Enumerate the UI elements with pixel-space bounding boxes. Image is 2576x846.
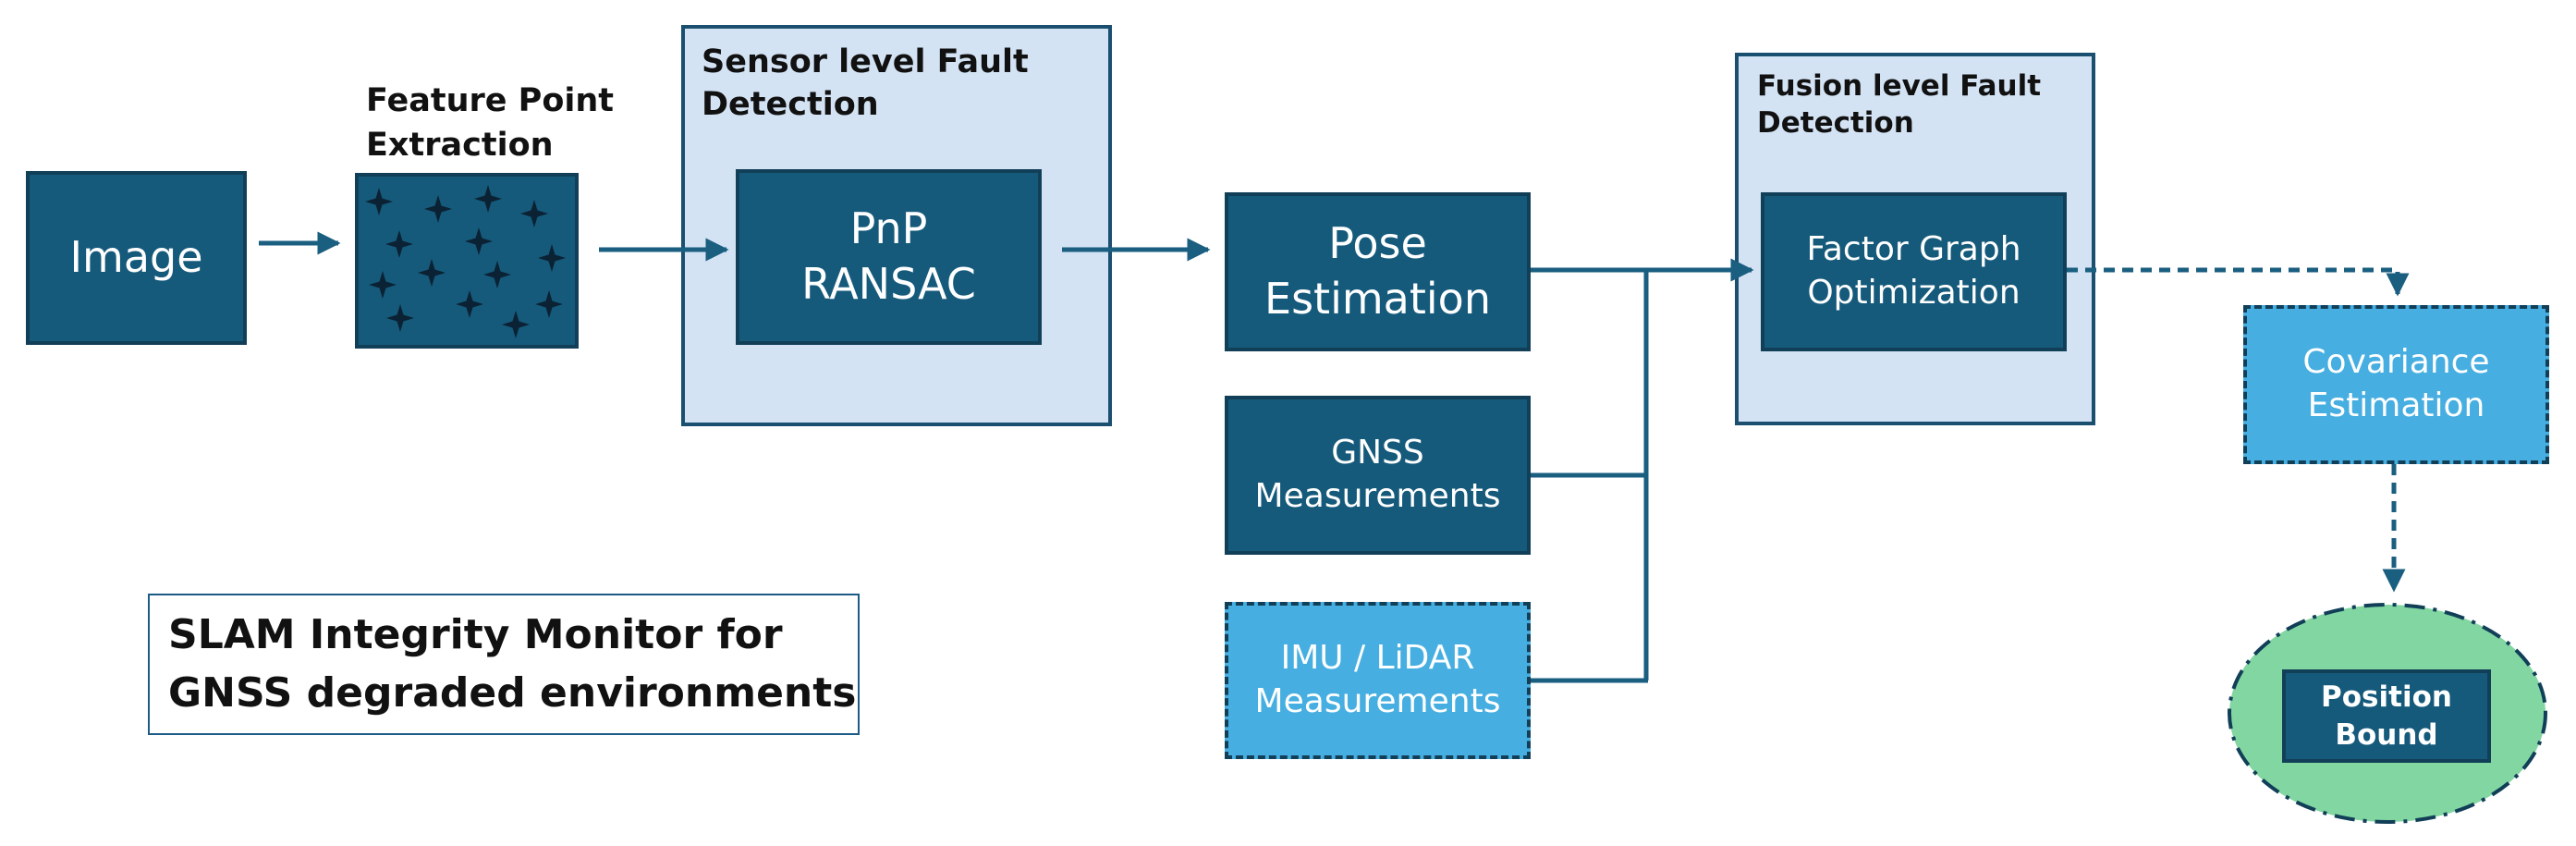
diagram-caption: SLAM Integrity Monitor for GNSS degraded… — [148, 594, 860, 735]
pose-estimation-node: Pose Estimation — [1225, 192, 1531, 351]
imu-lidar-measurements-node: IMU / LiDAR Measurements — [1225, 602, 1531, 759]
gnss-measurements-node: GNSS Measurements — [1225, 396, 1531, 555]
arrow-factor-to-covariance — [2067, 267, 2410, 297]
position-bound-node: Position Bound — [2282, 669, 2491, 763]
fusion-fault-detection-title: Fusion level Fault Detection — [1757, 69, 2042, 141]
pnp-ransac-node: PnP RANSAC — [736, 169, 1042, 345]
feature-points-box — [355, 173, 579, 349]
factor-graph-optimization-node: Factor Graph Optimization — [1761, 192, 2067, 351]
feature-point-extraction-label: Feature Point Extraction — [366, 82, 615, 165]
diagram-caption-text: SLAM Integrity Monitor for GNSS degraded… — [168, 611, 857, 717]
image-node: Image — [26, 171, 247, 345]
sensor-fault-detection-title: Sensor level Fault Detection — [702, 43, 1029, 123]
covariance-estimation-node: Covariance Estimation — [2243, 305, 2549, 464]
